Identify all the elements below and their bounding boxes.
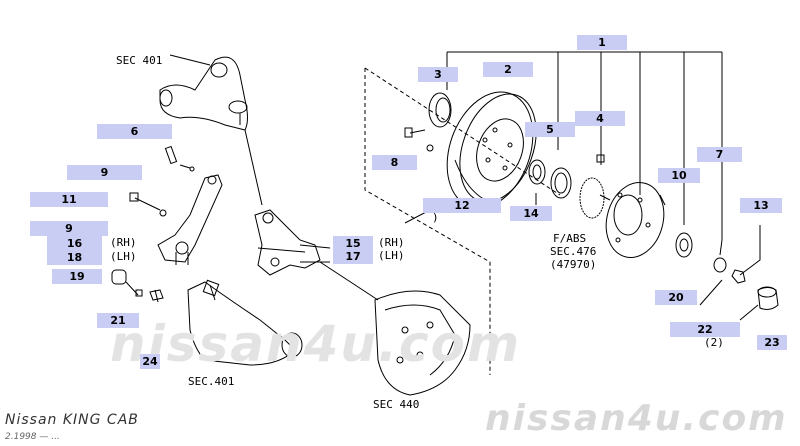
outer-parts-drawing [675, 225, 779, 321]
part-label-24[interactable]: 24 [140, 354, 160, 369]
bolts-left-drawing [129, 145, 195, 217]
watermark-corner: nissan4u.com [485, 398, 788, 439]
sec440-ref: SEC 440 [373, 398, 420, 411]
part-label-18[interactable]: 18 [47, 250, 102, 265]
lh-17: (LH) [378, 249, 405, 262]
qty-22: (2) [704, 336, 724, 349]
rh-16: (RH) [110, 236, 137, 249]
wheel-hub-drawing [596, 150, 666, 258]
part-label-10[interactable]: 10 [658, 168, 700, 183]
steering-knuckle-drawing [244, 129, 331, 276]
dashed-boundary [364, 67, 561, 375]
part-label-21[interactable]: 21 [97, 313, 139, 328]
dust-cover-drawing [319, 261, 471, 396]
part-label-7[interactable]: 7 [697, 147, 742, 162]
rh-15: (RH) [378, 236, 405, 249]
bearings-drawing [528, 159, 572, 199]
part-label-1[interactable]: 1 [577, 35, 627, 50]
knuckle-arm-drawing [157, 174, 223, 265]
bolt-8-drawing [404, 127, 434, 152]
part-label-20[interactable]: 20 [655, 290, 697, 305]
fabs-partno: (47970) [550, 258, 597, 271]
lh-18: (LH) [110, 250, 137, 263]
upper-control-arm-drawing [159, 54, 248, 131]
part-label-8[interactable]: 8 [372, 155, 417, 170]
paren-12: ) [432, 211, 439, 224]
part-label-9-lower[interactable]: 9 [30, 221, 108, 236]
part-label-4[interactable]: 4 [575, 111, 625, 126]
part-label-13[interactable]: 13 [740, 198, 782, 213]
sec401-top-ref: SEC 401 [116, 54, 163, 67]
footer-date: 2.1998 — ... [5, 432, 60, 442]
sec401-bottom-ref: SEC.401 [188, 375, 235, 388]
part-label-5[interactable]: 5 [525, 122, 575, 137]
part-label-9-upper[interactable]: 9 [67, 165, 142, 180]
part1-bracket-lines [446, 51, 723, 240]
part-label-19[interactable]: 19 [52, 269, 102, 284]
part-label-23[interactable]: 23 [757, 335, 787, 350]
part-label-16[interactable]: 16 [47, 236, 102, 251]
watermark-main: nissan4u.com [110, 315, 522, 373]
grease-seal-drawing [428, 92, 452, 128]
footer-model: Nissan KING CAB [5, 412, 139, 428]
part-label-3[interactable]: 3 [418, 67, 458, 82]
fabs-sec-ref: SEC.476 [550, 245, 597, 258]
part-label-15[interactable]: 15 [333, 236, 373, 251]
part-label-14[interactable]: 14 [510, 206, 552, 221]
part-label-17[interactable]: 17 [333, 249, 373, 264]
part-label-6[interactable]: 6 [97, 124, 172, 139]
part-label-22[interactable]: 22 [670, 322, 740, 337]
lower-control-arm-drawing [187, 279, 303, 366]
part-label-12[interactable]: 12 [423, 198, 501, 213]
abs-ring-drawing [579, 177, 605, 219]
part-label-11[interactable]: 11 [30, 192, 108, 207]
part-label-2[interactable]: 2 [483, 62, 533, 77]
fabs-label: F/ABS [553, 232, 587, 245]
small-parts-left-drawing [111, 269, 164, 303]
